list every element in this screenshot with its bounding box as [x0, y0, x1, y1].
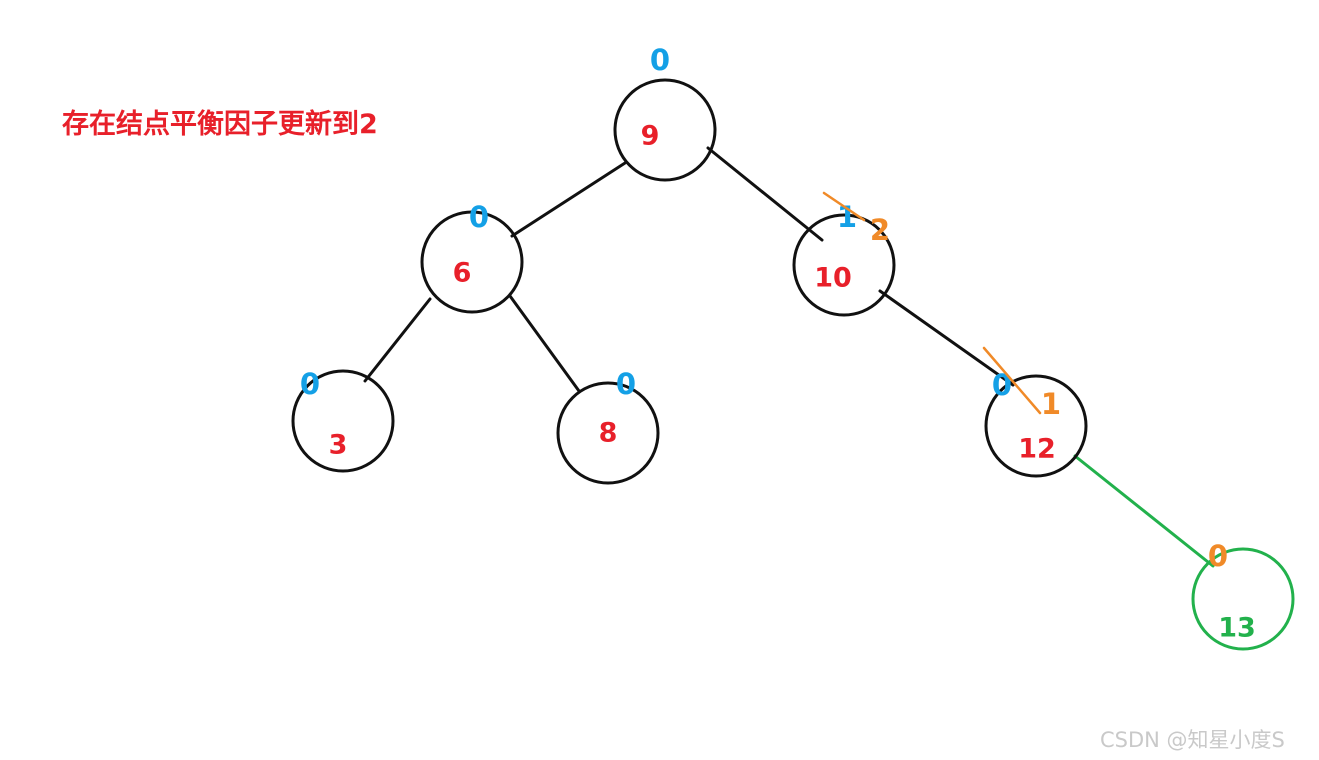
- edge-n12-n13: [1073, 454, 1215, 568]
- balance-factor-10: 1: [837, 200, 857, 234]
- edge-n6-n3: [363, 297, 432, 383]
- balance-factor-8: 0: [616, 367, 636, 401]
- node-circle: [984, 374, 1088, 478]
- node-circle: [291, 369, 395, 473]
- strikethrough-12: [982, 346, 1042, 415]
- tree-node-9: 9: [613, 78, 717, 182]
- node-label: 8: [599, 418, 618, 449]
- node-label: 6: [453, 258, 472, 289]
- watermark: CSDN @知星小度S: [1100, 728, 1285, 752]
- node-label: 3: [329, 430, 348, 461]
- node-label: 9: [641, 121, 660, 152]
- tree-node-6: 6: [420, 210, 524, 314]
- balance-factor-9: 0: [650, 43, 670, 77]
- tree-node-8: 8: [556, 381, 660, 485]
- strikethrough-10: [822, 191, 866, 222]
- edge-n9-n6: [510, 161, 627, 238]
- edge-n6-n8: [508, 294, 581, 393]
- updated-balance-factor-13: 0: [1208, 539, 1228, 573]
- edges-layer: [363, 146, 1215, 568]
- edge-n9-n10: [706, 146, 824, 242]
- node-circle: [556, 381, 660, 485]
- tree-node-10: 10: [792, 213, 896, 317]
- tree-node-12: 12: [984, 374, 1088, 478]
- diagram-title: 存在结点平衡因子更新到2: [62, 109, 378, 140]
- node-label: 10: [814, 263, 852, 294]
- node-label: 13: [1218, 613, 1256, 644]
- updated-balance-factor-12: 1: [1041, 387, 1061, 421]
- edge-n10-n12: [878, 289, 1015, 387]
- tree-node-3: 3: [291, 369, 395, 473]
- updated-balance-factor-10: 2: [870, 213, 890, 247]
- node-circle: [792, 213, 896, 317]
- node-circle: [1191, 547, 1295, 651]
- node-circle: [613, 78, 717, 182]
- node-label: 12: [1018, 434, 1056, 465]
- balance-factor-3: 0: [300, 367, 320, 401]
- node-circle: [420, 210, 524, 314]
- tree-node-13: 13: [1191, 547, 1295, 651]
- balance-factor-6: 0: [469, 200, 489, 234]
- balance-factor-12: 0: [992, 368, 1012, 402]
